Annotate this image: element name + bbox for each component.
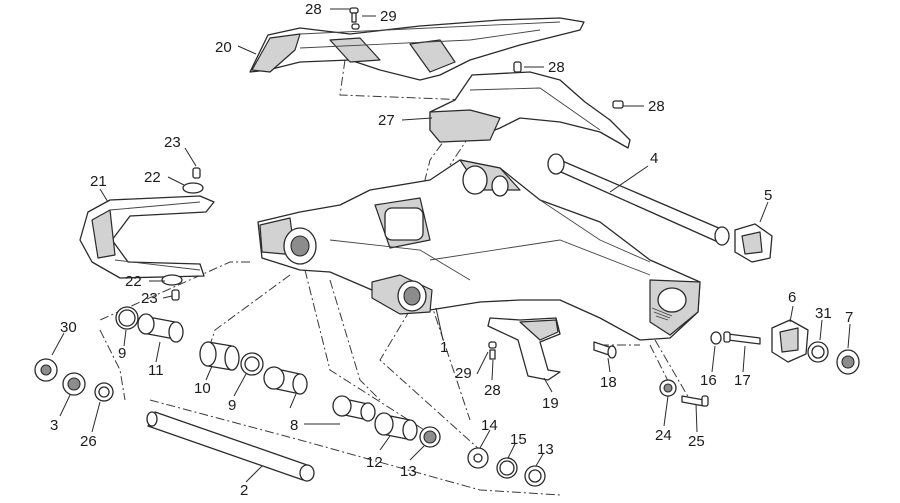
ring-9-centre	[240, 352, 264, 376]
ring-15	[496, 457, 518, 479]
callout: 13	[400, 463, 417, 480]
pin-18	[593, 341, 617, 359]
callout: 27	[378, 112, 395, 129]
callout: 24	[655, 427, 672, 444]
callout: 20	[215, 39, 232, 56]
callout: 10	[194, 380, 211, 397]
nut-7	[836, 349, 860, 375]
callout: 4	[650, 150, 658, 167]
fastener-22-23-bottom	[161, 274, 183, 301]
screw-28-right	[513, 61, 624, 109]
washer-16	[710, 331, 722, 345]
guard-bracket	[429, 71, 631, 149]
callout: 18	[600, 374, 617, 391]
washer-31	[807, 341, 829, 363]
callout: 25	[688, 433, 705, 450]
callout: 13	[537, 441, 554, 458]
callout: 16	[700, 372, 717, 389]
callout: 31	[815, 305, 832, 322]
callout: 9	[228, 397, 236, 414]
callout: 17	[734, 372, 751, 389]
ring-9-left	[115, 306, 139, 330]
ring-13-right	[524, 465, 546, 487]
callout: 28	[305, 1, 322, 18]
callout: 8	[290, 417, 298, 434]
bolt-17	[723, 331, 761, 345]
callout: 15	[510, 431, 527, 448]
screw-29-28-lower	[488, 341, 497, 360]
bushing-11	[137, 313, 184, 343]
tube-4	[547, 153, 730, 246]
callout: 6	[788, 289, 796, 306]
callout: 21	[90, 173, 107, 190]
callout: 29	[380, 8, 397, 25]
callout: 14	[481, 417, 498, 434]
bushing-12	[374, 412, 418, 441]
fastener-22-23-top	[182, 167, 204, 194]
callout: 23	[164, 134, 181, 151]
callout: 28	[548, 59, 565, 76]
callout: 12	[366, 454, 383, 471]
washer-26	[94, 382, 114, 402]
callout: 28	[648, 98, 665, 115]
nut-3	[62, 372, 86, 396]
callout: 19	[542, 395, 559, 412]
callout: 30	[60, 319, 77, 336]
callout: 22	[144, 169, 161, 186]
bushing-10	[199, 341, 240, 371]
callout: 9	[118, 345, 126, 362]
ring-13-centre	[419, 426, 441, 448]
cap-30	[34, 358, 58, 382]
chain-guard	[249, 17, 585, 81]
axle-2	[146, 411, 315, 482]
bolt-25	[681, 395, 709, 407]
block-5	[734, 223, 773, 263]
callout: 29	[455, 365, 472, 382]
screw-top	[349, 7, 360, 30]
callout: 28	[484, 382, 501, 399]
callout: 5	[764, 187, 772, 204]
callout: 7	[845, 309, 853, 326]
guard-plate-19	[487, 317, 561, 381]
chain-slider	[79, 195, 215, 279]
callout: 2	[240, 482, 248, 499]
leader-lines	[51, 8, 851, 483]
callout-labels: 28 29 20 28 27 28 4 23 22 21 5 22 23 30 …	[50, 1, 853, 499]
spacer-8a	[263, 366, 308, 395]
spacer-8b	[332, 395, 376, 422]
nut-24	[659, 379, 677, 397]
callout: 23	[141, 290, 158, 307]
callout: 22	[125, 273, 142, 290]
washer-14	[467, 447, 489, 469]
block-6	[771, 319, 809, 363]
callout: 11	[148, 362, 164, 379]
callout: 1	[440, 339, 448, 356]
callout: 3	[50, 417, 58, 434]
callout: 26	[80, 433, 97, 450]
swingarm-body	[257, 159, 701, 341]
